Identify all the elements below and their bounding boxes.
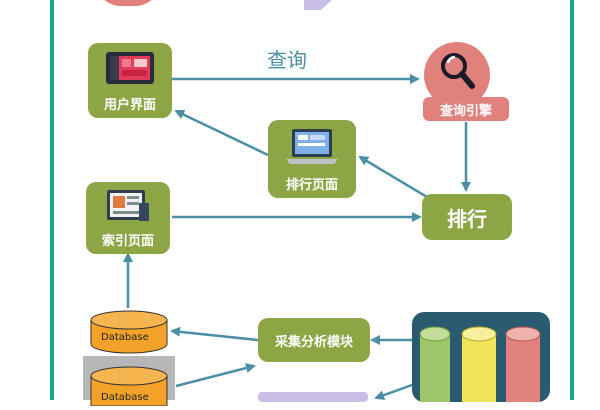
database-2-label: Database xyxy=(101,392,149,403)
arrow-cyl-to-bottom xyxy=(374,383,413,400)
bottom-partial-box xyxy=(258,392,368,402)
data-cylinders xyxy=(419,326,541,402)
rank-page-label: 排行页面 xyxy=(285,178,338,193)
dashboard-monitor-icon xyxy=(106,52,154,84)
index-page-node[interactable]: 索引页面 xyxy=(86,182,170,254)
query-edge-label: 查询 xyxy=(267,48,307,72)
database-1-label: Database xyxy=(101,332,149,343)
arrow-rank-to-rankpage xyxy=(358,155,433,202)
left-border xyxy=(50,0,54,400)
flow-arrows xyxy=(123,74,471,400)
rank-node[interactable]: 排行 xyxy=(422,194,512,240)
arrow-rankpage-to-user xyxy=(174,109,269,157)
top-partial-shape xyxy=(304,0,332,10)
search-engine-label: 查询引擎 xyxy=(423,97,509,121)
rank-page-node[interactable]: 排行页面 xyxy=(268,120,356,198)
user-page-label: 用户界面 xyxy=(103,98,156,113)
right-border xyxy=(570,0,574,400)
database-1[interactable]: Database xyxy=(88,310,170,360)
magnifier-icon xyxy=(441,53,475,89)
database-2[interactable]: Database xyxy=(88,366,170,410)
top-partial-circle xyxy=(95,0,161,6)
database-cylinder-icon xyxy=(90,366,168,407)
arrow-collect-to-db xyxy=(170,326,259,342)
diagram-canvas: 查询 用户界面 查询引擎 排行页面 排 xyxy=(50,0,574,407)
data-source-group[interactable] xyxy=(412,312,550,402)
database-cylinder-icon xyxy=(90,310,168,354)
arrow-db2-to-collect xyxy=(175,363,256,388)
user-page-node[interactable]: 用户界面 xyxy=(88,43,172,118)
document-window-icon xyxy=(107,190,149,221)
index-page-label: 索引页面 xyxy=(101,234,154,249)
laptop-icon xyxy=(286,129,338,164)
collect-module-node[interactable]: 采集分析模块 xyxy=(258,318,370,362)
